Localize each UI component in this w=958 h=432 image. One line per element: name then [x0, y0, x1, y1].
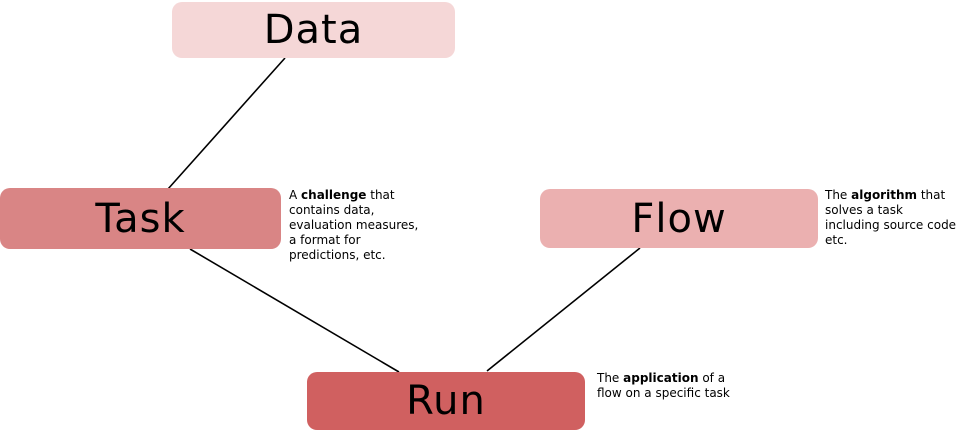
- annotation-line: solves a task: [825, 203, 903, 217]
- edge-data-task: [167, 57, 286, 190]
- node-flow-label: Flow: [631, 195, 727, 242]
- annotation-line: a format for: [289, 233, 361, 247]
- node-task-label: Task: [95, 195, 186, 242]
- edge-flow-run: [486, 247, 641, 372]
- annotation-line: contains data,: [289, 203, 375, 217]
- annotation-line: etc.: [825, 233, 848, 247]
- node-data-label: Data: [263, 7, 364, 53]
- node-flow: Flow: [540, 189, 818, 248]
- node-run: Run: [307, 372, 585, 430]
- annotation-line: flow on a specific task: [597, 386, 730, 400]
- node-task: Task: [0, 188, 281, 249]
- annotation-line: A challenge that: [289, 188, 395, 202]
- annotation-line: predictions, etc.: [289, 248, 386, 262]
- annotation-line: The application of a: [597, 371, 726, 385]
- annotation-line: evaluation measures,: [289, 218, 419, 232]
- node-data: Data: [172, 2, 455, 58]
- annotation-line: including source code: [825, 218, 957, 232]
- node-run-label: Run: [406, 378, 486, 424]
- edge-task-run: [189, 248, 400, 373]
- annotation-line: The algorithm that: [825, 188, 946, 202]
